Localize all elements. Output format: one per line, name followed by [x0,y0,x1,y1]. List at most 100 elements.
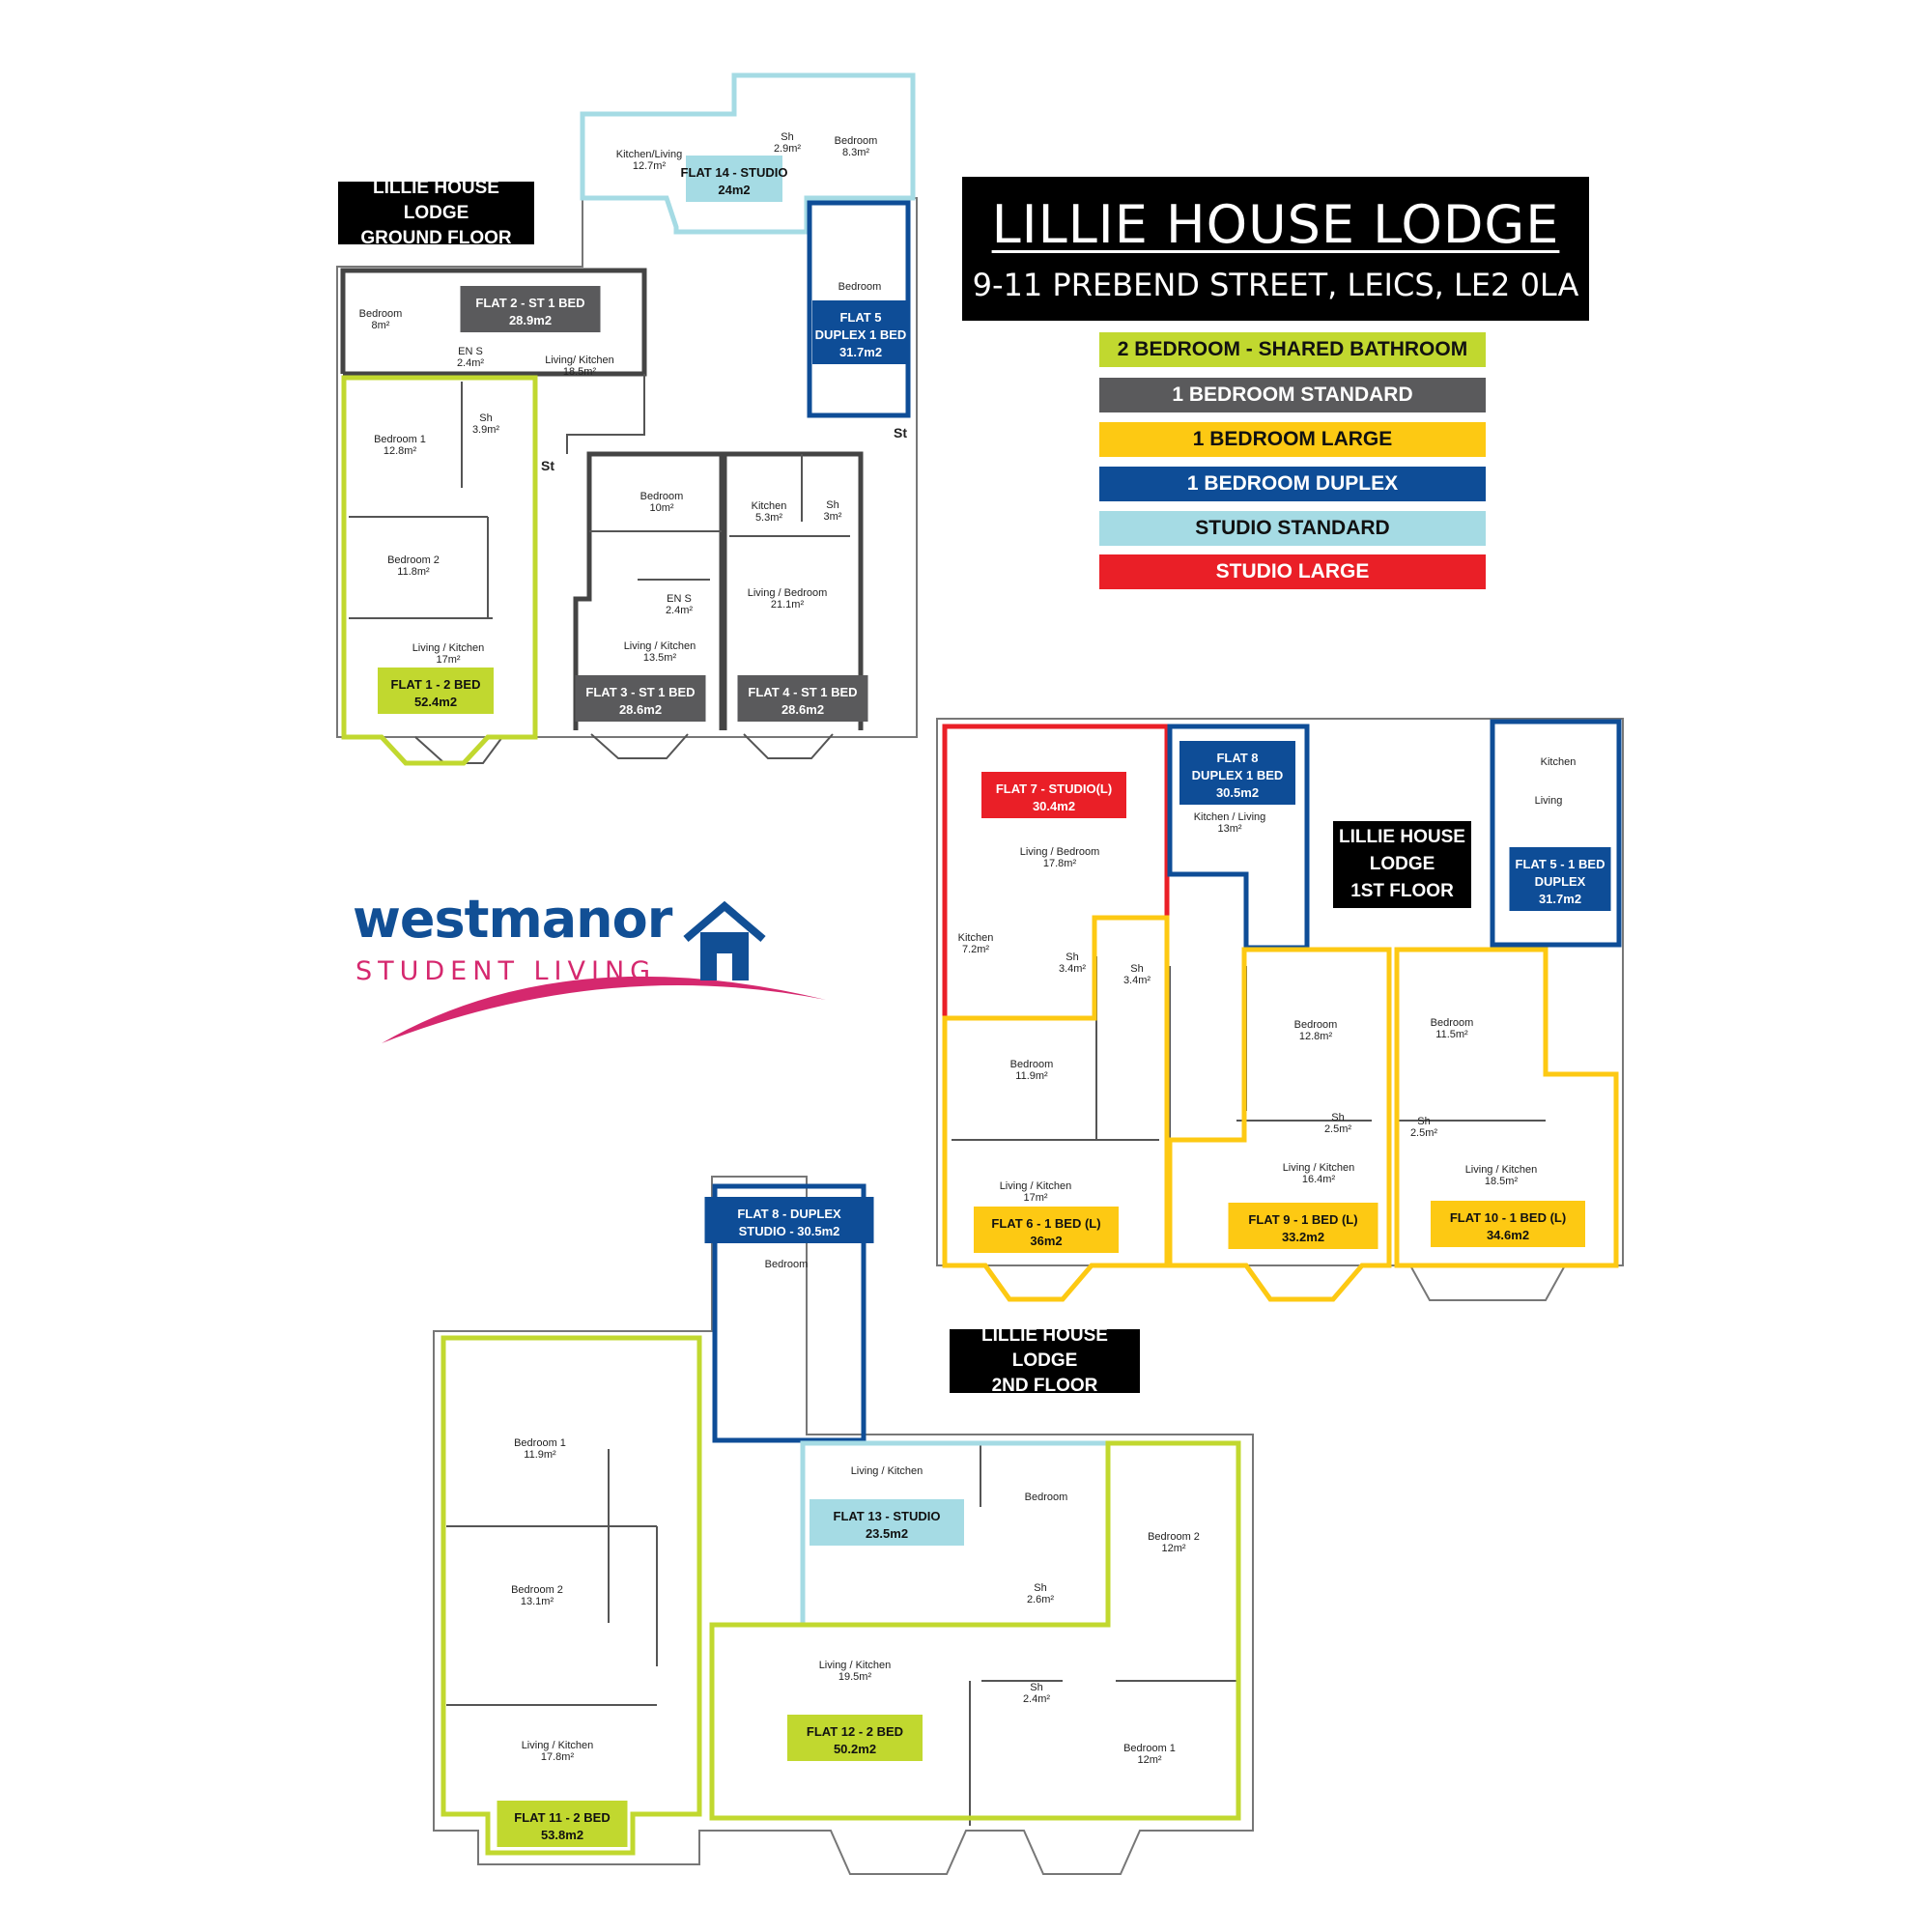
room-area: 11.9m² [1015,1070,1048,1082]
flat-name: FLAT 11 - 2 BED [514,1810,610,1825]
room-name: Kitchen [752,500,787,512]
room-label: Bedroom 112.8m² [374,434,426,457]
flat-area: 28.6m2 [619,702,662,717]
room-name: Bedroom [1431,1017,1474,1029]
room-area: 5.3m² [755,512,782,524]
flat-label: FLAT 5 DUPLEX 1 BED 31.7m2 [812,300,909,364]
floor-title-line: LILLIE HOUSE LODGE [373,177,499,223]
room-label: Sh2.9m² [774,131,801,155]
room-area: 2.4m² [1023,1693,1050,1705]
legend-item-studio-standard: STUDIO STANDARD [1099,511,1486,546]
room-area: 12.8m² [384,445,417,457]
flat-area: 28.6m2 [781,702,824,717]
room-name: Living [1535,795,1563,807]
room-name: St [541,458,554,473]
room-area: 8.3m² [842,147,869,158]
room-label: St [541,458,554,473]
room-area: 17.8m² [1043,858,1077,869]
flat-name: FLAT 2 - ST 1 BED [475,296,584,310]
flat-name: DUPLEX 1 BED [1192,768,1284,782]
flat-area: 28.9m2 [509,313,552,327]
flat-label: FLAT 10 - 1 BED (L)34.6m2 [1431,1201,1585,1247]
flat-name: DUPLEX [1535,874,1586,889]
room-label: Bedroom [1025,1492,1068,1503]
flat-name: FLAT 5 [839,310,881,325]
flat-name: FLAT 3 - ST 1 BED [585,685,695,699]
room-area: 17m² [1023,1192,1047,1204]
room-name: Kitchen/Living [616,149,683,160]
flat-area: 53.8m2 [541,1828,583,1842]
room-name: Bedroom [1025,1492,1068,1503]
legend-item-two-bed: 2 BEDROOM - SHARED BATHROOM [1099,332,1486,367]
flat-label: FLAT 6 - 1 BED (L)36m2 [974,1207,1119,1253]
room-name: Living / Kitchen [522,1740,594,1751]
room-name: Sh [1130,963,1143,975]
address: 9-11 PREBEND STREET, LEICS, LE2 0LA [972,267,1579,303]
flat-label: FLAT 11 - 2 BED 53.8m2 [497,1801,628,1847]
flat-label-box [460,286,601,332]
flat-outline [580,72,916,235]
room-name: Sh [781,131,793,143]
room-area: 18.5m² [563,366,597,378]
flat-name: FLAT 9 - 1 BED (L) [1248,1212,1357,1227]
first-floor-title: LILLIE HOUSE LODGE 1ST FLOOR [1333,821,1471,908]
room-name: Bedroom 2 [387,554,440,566]
room-name: Living / Kitchen [1000,1180,1072,1192]
flat-area: 31.7m2 [839,345,882,359]
flat-outline [807,200,911,418]
flat-outline [440,1335,702,1856]
floor-title-line: 2ND FLOOR [991,1376,1098,1396]
flat-outline [341,375,538,766]
room-label: Bedroom 111.9m² [514,1437,566,1461]
room-label: Sh2.6m² [1027,1582,1054,1605]
room-name: Bedroom [835,135,878,147]
room-name: Living / Kitchen [624,640,696,652]
room-name: Kitchen [958,932,994,944]
room-label: Bedroom 213.1m² [511,1584,563,1607]
room-area: 11.5m² [1435,1029,1468,1040]
room-name: St [894,425,907,440]
flat-label-box [787,1715,923,1761]
flat-area: 24m2 [718,183,750,197]
title-banner: LILLIE HOUSE LODGE 9-11 PREBEND STREET, … [962,177,1589,321]
room-name: Bedroom 1 [374,434,426,445]
logo-house-icon [382,900,826,1043]
flat-label: FLAT 3 - ST 1 BED 28.6m2 [575,675,706,722]
room-name: Living / Kitchen [819,1660,892,1671]
room-name: Bedroom [1294,1019,1338,1031]
flat-name: FLAT 12 - 2 BED [807,1724,903,1739]
flat-name: DUPLEX 1 BED [815,327,907,342]
flat-area: 30.4m2 [1033,799,1075,813]
second-floor-title: LILLIE HOUSE LODGE 2ND FLOOR [950,1325,1140,1396]
room-area: 13.5m² [643,652,677,664]
room-area: 12m² [1161,1543,1185,1554]
room-label: EN S2.4m² [457,346,484,369]
room-name: Sh [1417,1116,1430,1127]
flat-area: 33.2m2 [1282,1230,1324,1244]
flat-label-box [704,1197,874,1243]
flat-area: 36m2 [1030,1234,1062,1248]
flat-area: STUDIO - 30.5m2 [739,1224,840,1238]
flat-label-box [1179,741,1295,805]
room-name: Sh [826,499,838,511]
room-area: 12.8m² [1299,1031,1333,1042]
room-name: EN S [458,346,483,357]
